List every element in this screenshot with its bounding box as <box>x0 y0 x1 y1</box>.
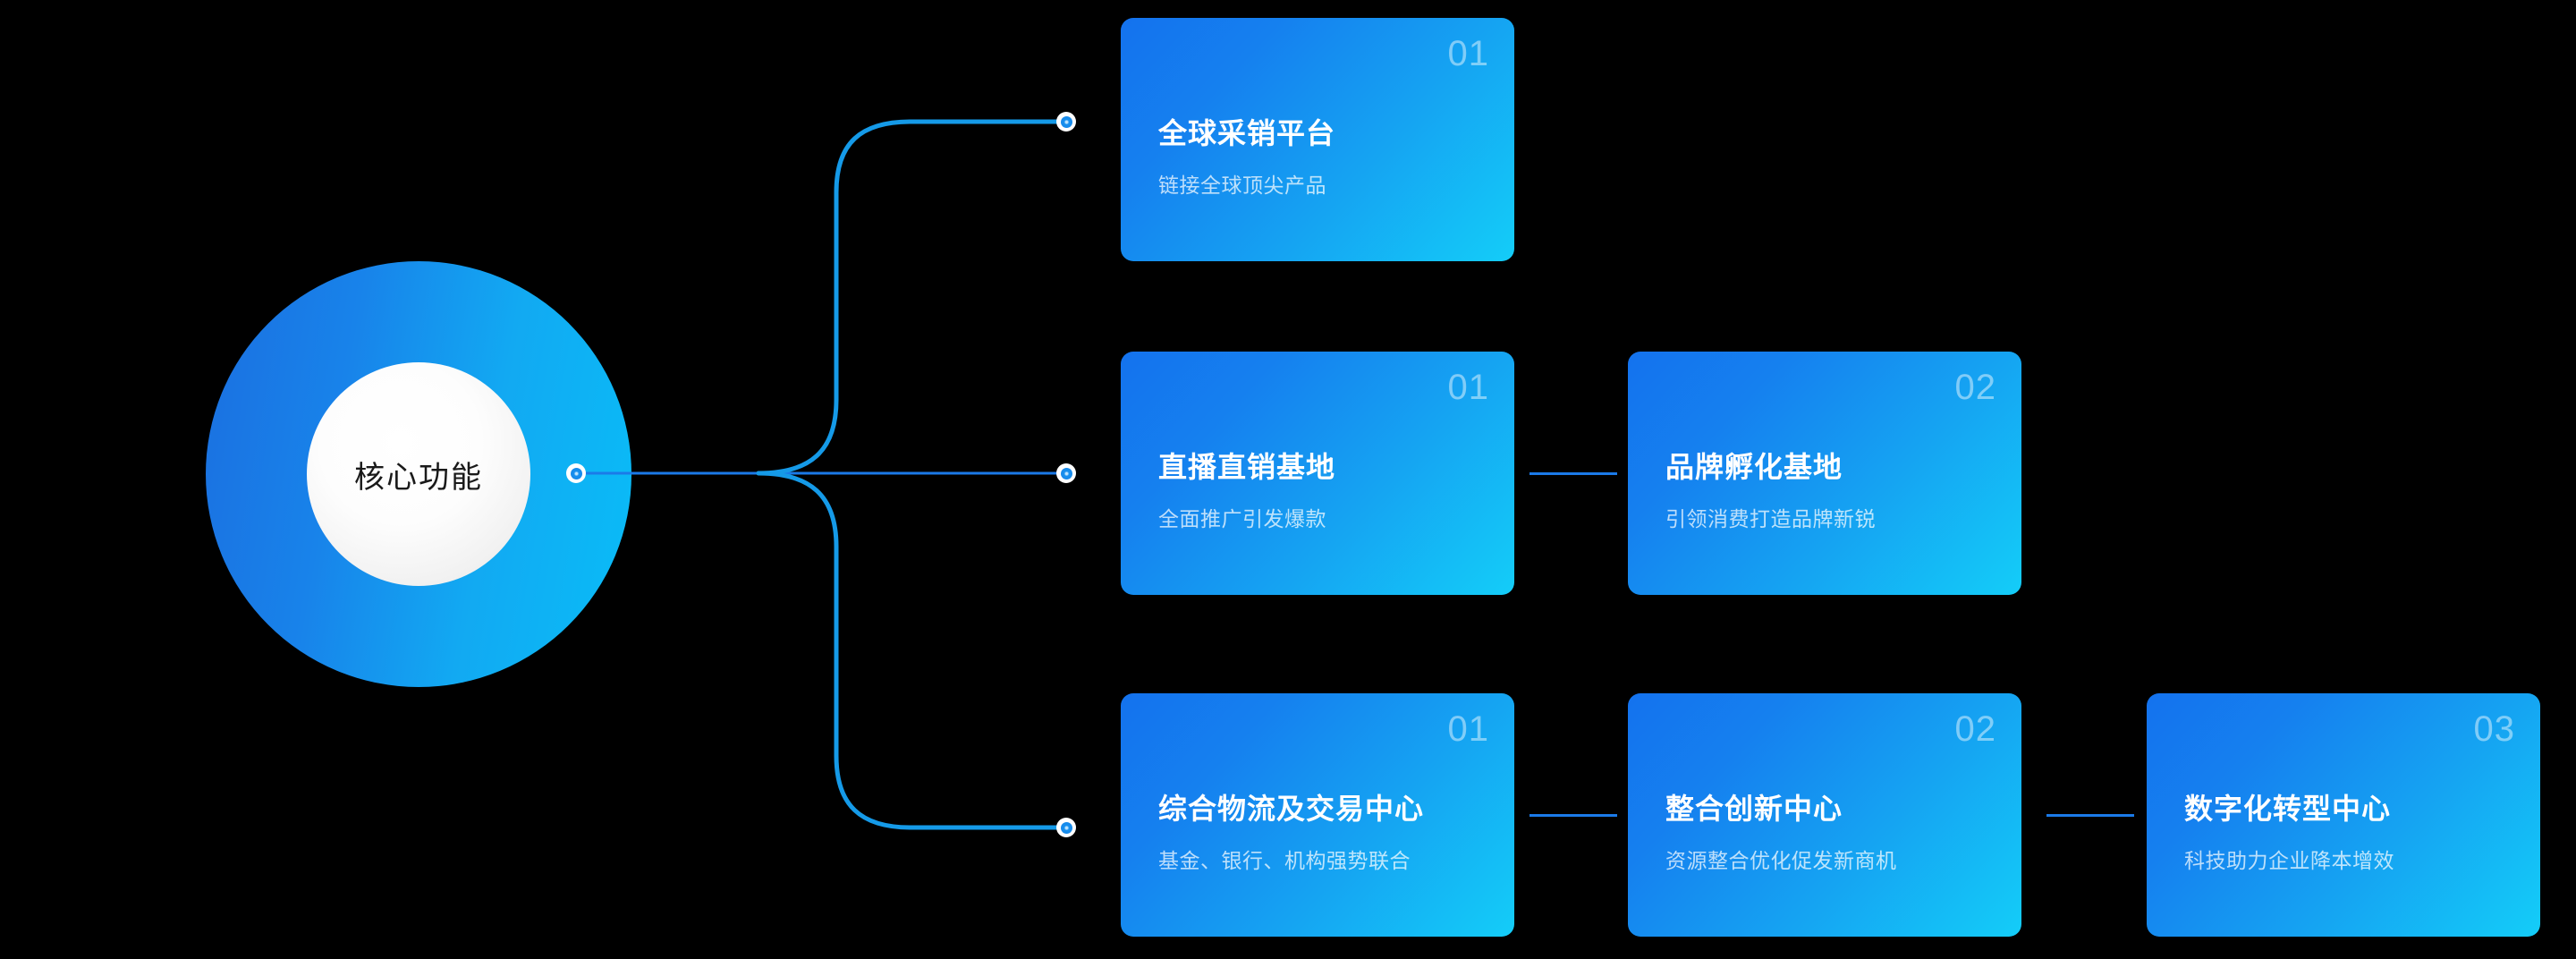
card-title: 全球采销平台 <box>1158 117 1336 149</box>
card-title: 数字化转型中心 <box>2184 793 2392 825</box>
hub-circle[interactable]: 核心功能 <box>206 261 631 687</box>
wire-bottom <box>756 471 1069 830</box>
link-row3-2-to-3 <box>2046 814 2134 817</box>
card-subtitle: 基金、银行、机构强势联合 <box>1158 849 1411 872</box>
card-subtitle: 全面推广引发爆款 <box>1158 507 1326 530</box>
card-digital-transformation-center[interactable]: 03 数字化转型中心 科技助力企业降本增效 <box>2147 693 2540 937</box>
card-number: 02 <box>1954 709 1996 749</box>
hub-connector-dot <box>566 463 586 483</box>
card-title: 品牌孵化基地 <box>1665 451 1843 483</box>
card-global-procurement-platform[interactable]: 01 全球采销平台 链接全球顶尖产品 <box>1121 18 1514 261</box>
wire-top <box>756 119 1069 476</box>
card-live-direct-sales-base[interactable]: 01 直播直销基地 全面推广引发爆款 <box>1121 352 1514 595</box>
card-number: 02 <box>1954 368 1996 407</box>
card-subtitle: 引领消费打造品牌新锐 <box>1665 507 1876 530</box>
card-number: 03 <box>2473 709 2515 749</box>
card-title: 整合创新中心 <box>1665 793 1843 825</box>
card-logistics-trading-center[interactable]: 01 综合物流及交易中心 基金、银行、机构强势联合 <box>1121 693 1514 937</box>
hub-label: 核心功能 <box>354 460 483 495</box>
card-number: 01 <box>1447 709 1489 749</box>
card-number: 01 <box>1447 368 1489 407</box>
card-title: 综合物流及交易中心 <box>1158 793 1425 825</box>
branch-middle-endpoint-dot <box>1056 463 1076 483</box>
card-brand-incubation-base[interactable]: 02 品牌孵化基地 引领消费打造品牌新锐 <box>1628 352 2021 595</box>
card-subtitle: 链接全球顶尖产品 <box>1158 174 1326 197</box>
link-row3-1-to-2 <box>1530 814 1617 817</box>
branch-bottom-endpoint-dot <box>1056 818 1076 837</box>
branch-top-endpoint-dot <box>1056 112 1076 132</box>
link-row2-1-to-2 <box>1530 472 1617 475</box>
card-subtitle: 科技助力企业降本增效 <box>2184 849 2394 872</box>
card-subtitle: 资源整合优化促发新商机 <box>1665 849 1897 872</box>
hub-inner-circle: 核心功能 <box>307 362 530 586</box>
card-number: 01 <box>1447 34 1489 73</box>
card-title: 直播直销基地 <box>1158 451 1336 483</box>
card-integration-innovation-center[interactable]: 02 整合创新中心 资源整合优化促发新商机 <box>1628 693 2021 937</box>
